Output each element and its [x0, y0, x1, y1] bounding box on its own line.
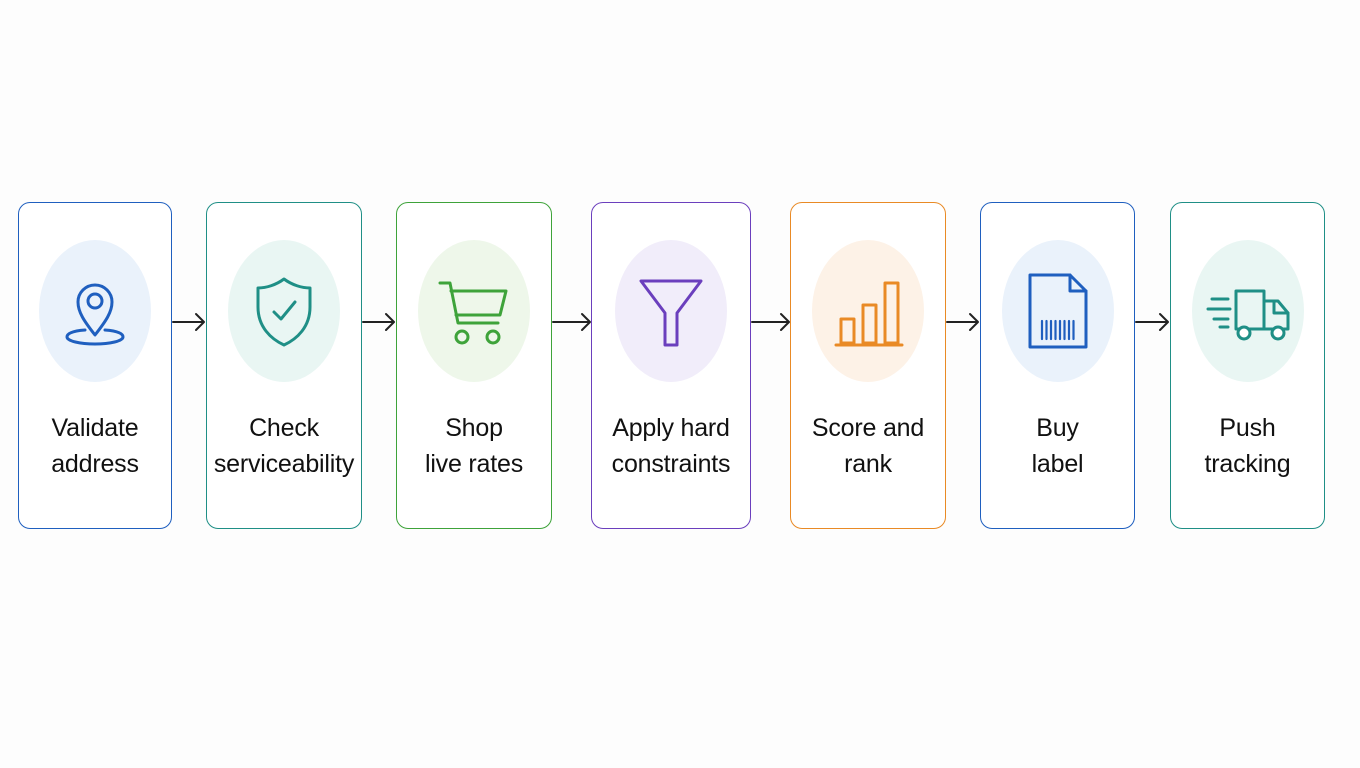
step-icon-background: [1001, 240, 1114, 382]
step-label-line-2: constraints: [611, 450, 731, 478]
flow-arrow: [552, 310, 592, 334]
step-shop-live-rates: Shop live rates: [396, 202, 552, 529]
location-pin-icon: [65, 283, 125, 346]
step-label-line-2: address: [51, 450, 139, 478]
step-icon-background: [39, 240, 151, 382]
step-label-line-1: Push: [1219, 414, 1276, 442]
step-label: Buy label: [981, 410, 1134, 482]
step-label-line-1: Shop: [445, 414, 503, 442]
step-icon-background: [418, 240, 530, 382]
shield-check-icon: [256, 277, 312, 347]
step-label-line-2: label: [1031, 450, 1084, 478]
step-label: Apply hard constraints: [592, 410, 750, 482]
delivery-truck-icon: [1206, 289, 1289, 341]
barcode-label-icon: [1028, 273, 1087, 349]
step-label-line-1: Score and: [811, 414, 925, 442]
step-label-line-1: Buy: [1036, 414, 1079, 442]
step-label-line-1: Check: [249, 414, 319, 442]
flow-arrow: [172, 310, 206, 334]
step-icon-background: [812, 240, 924, 382]
flow-arrow: [1135, 310, 1170, 334]
flow-arrow: [751, 310, 791, 334]
step-label-line-2: serviceability: [213, 450, 355, 478]
step-validate-address: Validate address: [18, 202, 172, 529]
step-label: Shop live rates: [397, 410, 551, 482]
step-label-line-2: rank: [844, 450, 892, 478]
shopping-cart-icon: [438, 281, 508, 345]
step-label: Push tracking: [1171, 410, 1324, 482]
step-label: Check serviceability: [207, 410, 361, 482]
step-label-line-1: Validate: [51, 414, 139, 442]
step-check-serviceability: Check serviceability: [206, 202, 362, 529]
step-icon-background: [615, 240, 727, 382]
step-score-and-rank: Score and rank: [790, 202, 946, 529]
step-label: Validate address: [19, 410, 171, 482]
step-label-line-2: tracking: [1204, 450, 1291, 478]
step-apply-hard-constraints: Apply hard constraints: [591, 202, 751, 529]
step-buy-label: Buy label: [980, 202, 1135, 529]
step-icon-background: [1191, 240, 1304, 382]
filter-funnel-icon: [639, 279, 703, 347]
step-icon-background: [228, 240, 340, 382]
step-push-tracking: Push tracking: [1170, 202, 1325, 529]
step-label-line-2: live rates: [424, 450, 524, 478]
step-label-line-1: Apply hard: [612, 414, 730, 442]
step-label: Score and rank: [791, 410, 945, 482]
bar-chart-icon: [834, 281, 904, 347]
flow-arrow: [946, 310, 980, 334]
flow-arrow: [362, 310, 396, 334]
